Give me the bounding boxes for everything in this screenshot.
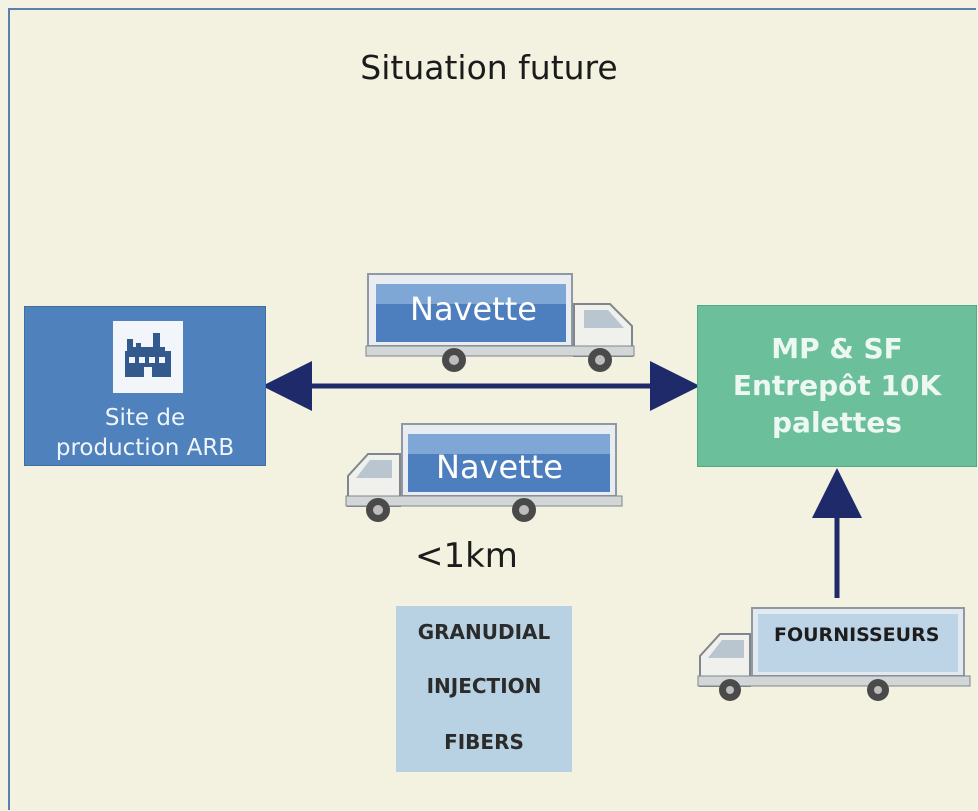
supplier-truck: FOURNISSEURS bbox=[694, 604, 976, 708]
warehouse-box: MP & SF Entrepôt 10K palettes bbox=[697, 305, 977, 467]
production-site-box: Site de production ARB bbox=[24, 306, 266, 466]
warehouse-label-line2: Entrepôt 10K bbox=[732, 369, 942, 402]
production-lines-box: GRANUDIAL INJECTION FIBERS bbox=[396, 606, 572, 772]
diagram-title: Situation future bbox=[360, 48, 618, 87]
line-granudial: GRANUDIAL bbox=[417, 620, 551, 644]
shuttle-label-bottom: Navette bbox=[436, 448, 563, 486]
warehouse-label: MP & SF Entrepôt 10K palettes bbox=[698, 330, 976, 441]
warehouse-label-line1: MP & SF bbox=[771, 332, 903, 365]
shuttle-truck-top: Navette bbox=[362, 270, 642, 378]
truck-icon bbox=[697, 607, 971, 701]
site-label-line1: Site de bbox=[104, 405, 186, 431]
truck-icon bbox=[345, 423, 623, 522]
truck-icon bbox=[365, 273, 635, 372]
production-site-label: Site de production ARB bbox=[25, 403, 265, 463]
shuttle-truck-bottom: Navette bbox=[340, 420, 630, 528]
line-fibers: FIBERS bbox=[444, 730, 524, 754]
distance-label: <1km bbox=[415, 536, 518, 576]
line-injection: INJECTION bbox=[426, 674, 542, 698]
supplier-label: FOURNISSEURS bbox=[774, 624, 940, 646]
site-label-line2: production ARB bbox=[55, 435, 235, 461]
factory-icon bbox=[113, 321, 183, 393]
warehouse-label-line3: palettes bbox=[772, 406, 902, 439]
shuttle-label-top: Navette bbox=[410, 290, 537, 328]
